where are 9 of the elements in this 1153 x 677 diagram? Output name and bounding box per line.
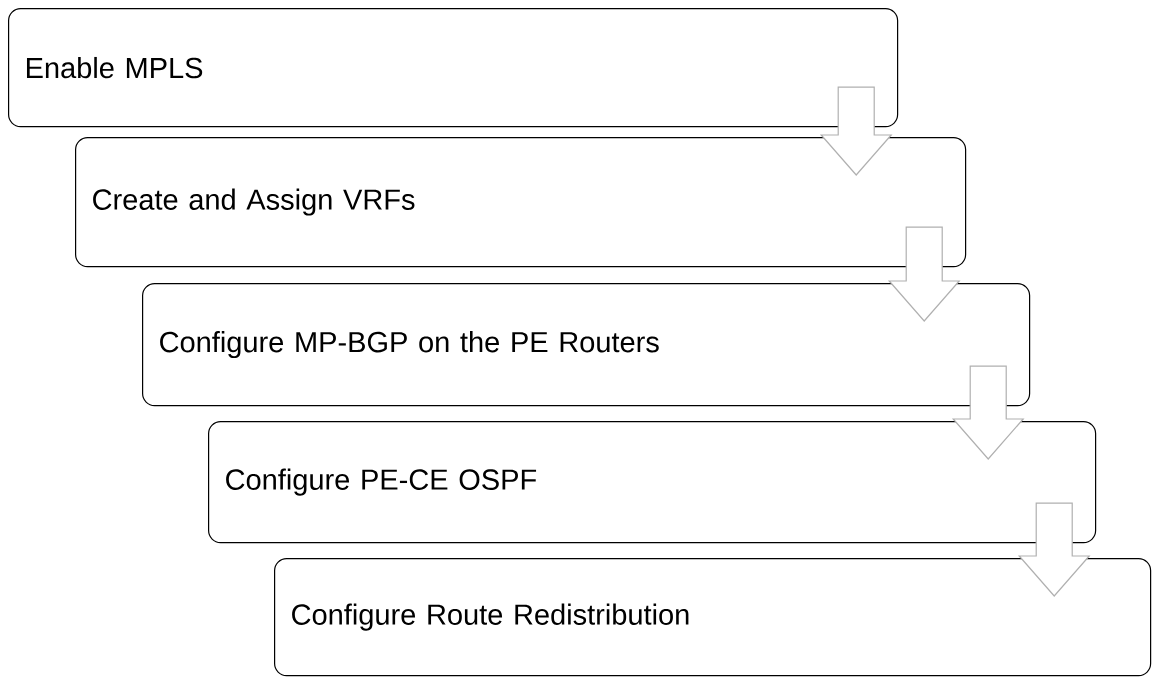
step-box: Configure Route Redistribution [274,558,1152,677]
block-arrow [887,226,961,322]
step-box: Create and Assign VRFs [75,137,967,268]
step-box: Enable MPLS [8,8,899,128]
block-arrow [1017,502,1091,597]
block-arrow [951,365,1025,460]
step-box: Configure MP-BGP on the PE Routers [142,283,1031,407]
block-arrow [819,86,893,176]
step-box: Configure PE-CE OSPF [208,421,1097,544]
